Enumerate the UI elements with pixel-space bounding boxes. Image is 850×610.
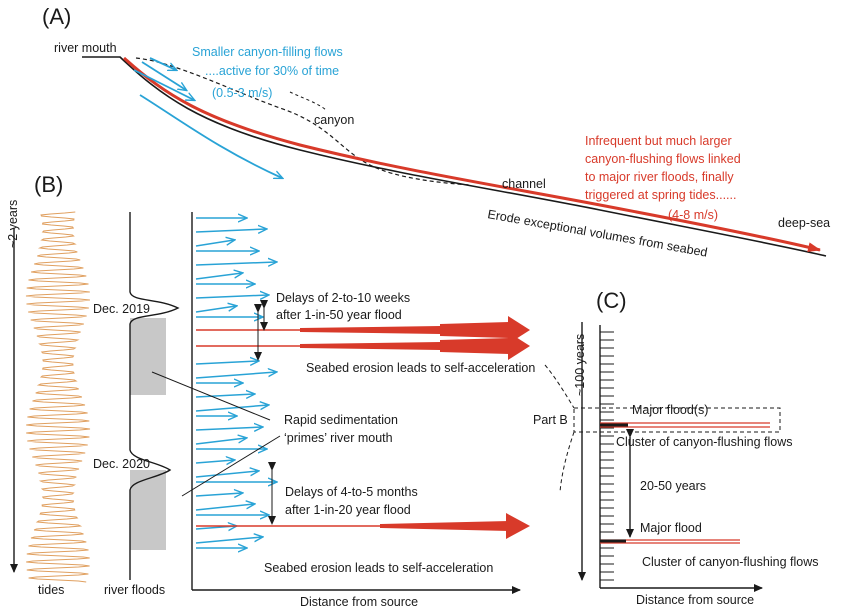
delay1-line1: Delays of 2-to-10 weeks (276, 291, 410, 305)
panel-c-distance-label: Distance from source (636, 593, 754, 607)
cluster1-label: Cluster of canyon-flushing flows (616, 435, 792, 449)
tides-label: tides (38, 583, 64, 597)
small-flow-arrow (195, 405, 268, 412)
large-flows-line3: to major river floods, finally (585, 170, 734, 184)
small-flow-arrow (195, 471, 258, 478)
small-flows-speed: (0.5-3 m/s) (212, 86, 272, 100)
small-flow-arrows (195, 218, 276, 548)
flushing-flow-2-thick (380, 521, 510, 531)
panel-b: (B) ~2 years tides Dec. 2019 Dec. 2020 r… (6, 172, 535, 609)
flushing-flow-1b-thicker (440, 338, 510, 354)
sedimentation-block-2 (130, 470, 166, 550)
panel-c-ticks (600, 331, 614, 581)
canyon-dashed-outline (135, 57, 471, 186)
panel-a: (A) river mouth Smaller canyon-filling f… (42, 4, 830, 260)
flushing-flow-2-head (506, 513, 530, 539)
small-flow-arrow (195, 262, 276, 265)
small-flow-arrow (195, 240, 234, 247)
part-b-leader-top (544, 364, 575, 409)
small-flow-arrow (195, 537, 262, 544)
small-flow-arrow (195, 372, 276, 379)
canyon-leader-line (289, 91, 327, 111)
flushing-flow-1a-thick (300, 326, 440, 334)
large-flows-speed: (4-8 m/s) (668, 208, 718, 222)
flood-2019-label: Dec. 2019 (93, 302, 150, 316)
small-flow-arrow (195, 394, 254, 397)
large-flows-line4: triggered at spring tides...... (585, 188, 736, 202)
rapid-sedimentation-line1: Rapid sedimentation (284, 413, 398, 427)
canyon-label: canyon (314, 113, 354, 127)
flood-2020-label: Dec. 2020 (93, 457, 150, 471)
delay2-line2: after 1-in-20 year flood (285, 503, 411, 517)
large-flows-line2: canyon-flushing flows linked (585, 152, 741, 166)
cluster2-label: Cluster of canyon-flushing flows (642, 555, 818, 569)
erosion1-label: Seabed erosion leads to self-acceleratio… (306, 361, 535, 375)
part-b-label: Part B (533, 413, 568, 427)
small-flow-arrow (195, 273, 242, 280)
major-flood-label: Major flood (640, 521, 702, 535)
flushing-flow-1a-thicker (440, 322, 510, 338)
small-flows-line1: Smaller canyon-filling flows (192, 45, 343, 59)
panel-b-time-label: ~2 years (6, 200, 20, 248)
panel-c-time-label: ~100 years (573, 334, 587, 396)
canyon-flushing-flow-arrow (122, 56, 821, 253)
small-flows-line2: ....active for 30% of time (205, 64, 339, 78)
small-flow-arrow (195, 361, 258, 364)
rapid-sedimentation-leader-1 (151, 371, 271, 421)
panel-b-distance-label: Distance from source (300, 595, 418, 609)
canyon-filling-flow-arrow-3 (149, 57, 176, 70)
sedimentation-block-1 (130, 318, 166, 395)
panel-c-label: (C) (596, 288, 627, 313)
canyon-filling-flow-arrow-4 (139, 94, 282, 178)
canyon-filling-flow-arrow-2 (133, 69, 194, 100)
rapid-sedimentation-leader-2 (181, 435, 281, 497)
small-flow-arrow (195, 504, 254, 511)
major-floods-label: Major flood(s) (632, 403, 708, 417)
canyon-filling-flow-arrow-1 (141, 61, 186, 90)
small-flow-arrow (195, 427, 262, 430)
delay1-line2: after 1-in-50 year flood (276, 308, 402, 322)
part-b-leader-bottom (559, 431, 575, 493)
small-flow-arrow (195, 493, 242, 496)
panel-c: (C) ~100 years Distance from source Part… (533, 288, 818, 607)
river-mouth-label: river mouth (54, 41, 117, 55)
erosion2-label: Seabed erosion leads to self-acceleratio… (264, 561, 493, 575)
small-flow-arrow (195, 460, 234, 463)
channel-label: channel (502, 177, 546, 191)
seabed-profile (82, 56, 827, 257)
interval-label: 20-50 years (640, 479, 706, 493)
panel-b-label: (B) (34, 172, 63, 197)
large-flows-line1: Infrequent but much larger (585, 134, 732, 148)
small-flow-arrow (195, 438, 246, 445)
flushing-flow-1b-head (508, 332, 530, 360)
small-flow-arrow (195, 295, 268, 298)
small-flow-arrow (195, 306, 236, 313)
delay2-line1: Delays of 4-to-5 months (285, 485, 418, 499)
deep-sea-label: deep-sea (778, 216, 830, 230)
small-flow-arrow (195, 229, 266, 232)
panel-a-label: (A) (42, 4, 71, 29)
flushing-flow-1b-thick (300, 342, 440, 350)
river-flood-hydrograph (129, 212, 180, 580)
river-floods-label: river floods (104, 583, 165, 597)
part-b-box (573, 407, 781, 433)
tides-oscillation (25, 211, 91, 583)
rapid-sedimentation-line2: ‘primes’ river mouth (284, 431, 393, 445)
